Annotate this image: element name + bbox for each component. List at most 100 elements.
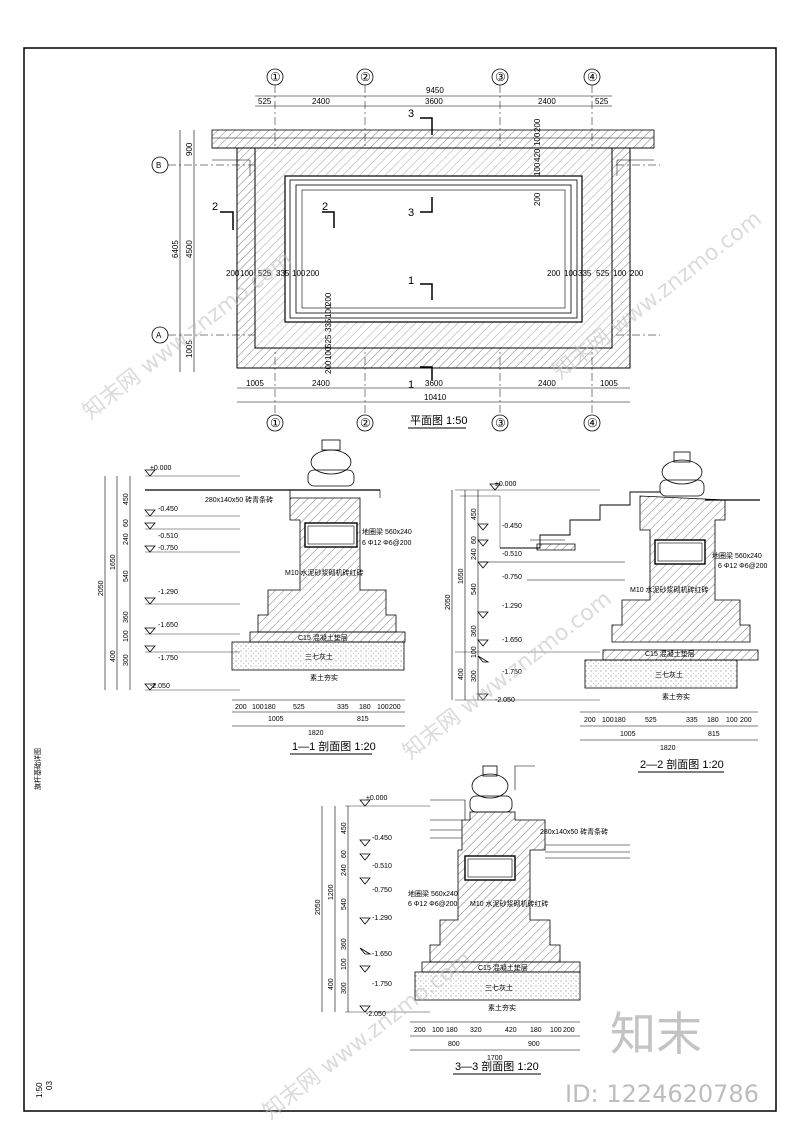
dim-text: 1005 [268, 716, 284, 723]
note: 地圈梁 560x240 [408, 889, 458, 898]
dim-text: 200 [533, 192, 542, 206]
note: 素土夯实 [488, 1003, 516, 1012]
dim-text: 200 [306, 269, 320, 278]
dim-text: 180 [359, 704, 371, 711]
note: 三七灰土 [485, 983, 513, 992]
dim-text: 360 [123, 611, 130, 623]
dim-text: 300 [123, 654, 130, 666]
section-3-3-labels: ±0.000 -0.450 -0.510 -0.750 -1.290 -1.65… [315, 795, 608, 1075]
dim-text: 10410 [424, 393, 447, 402]
dim-text: 200 [235, 704, 247, 711]
elevation-mark: -0.750 [372, 887, 392, 894]
dim-text: 1650 [110, 554, 117, 570]
sheet-border [23, 47, 777, 1112]
dim-text: 180 [264, 704, 276, 711]
elevation-mark: -1.750 [372, 981, 392, 988]
axis-label: ③ [495, 70, 506, 84]
dim-text: 1820 [660, 745, 676, 752]
elevation-mark: -0.450 [372, 835, 392, 842]
elevation-mark: -0.750 [158, 545, 178, 552]
note: C15 混凝土垫层 [645, 649, 695, 658]
note: 地圈梁 560x240 [362, 527, 412, 536]
dim-text: 60 [123, 519, 130, 527]
dim-text: 100 [377, 704, 389, 711]
note: 三七灰土 [655, 670, 683, 679]
dim-text: 6405 [171, 240, 180, 258]
dim-text: 815 [357, 716, 369, 723]
dim-text: 450 [471, 508, 478, 520]
watermark-brand: 知末 [610, 1007, 702, 1061]
elevation-mark: -0.750 [502, 574, 522, 581]
dim-text: 100 [533, 132, 542, 146]
dim-text: 2400 [538, 97, 556, 106]
section-3-3: ±0.000 -0.450 -0.510 -0.750 -1.290 -1.65… [315, 765, 630, 1075]
axis-label: B [156, 161, 161, 170]
elevation-mark: -1.290 [158, 589, 178, 596]
section-title: 3—3 剖面图 1:20 [455, 1059, 539, 1073]
cut-label: 3 [408, 207, 414, 219]
dim-text: 1005 [620, 731, 636, 738]
elevation-mark: -0.510 [372, 863, 392, 870]
note: 6 Φ12 Φ6@200 [408, 901, 458, 908]
dim-text: 1650 [458, 568, 465, 584]
dim-text: 180 [446, 1027, 458, 1034]
dim-text: 100 [432, 1027, 444, 1034]
dim-text: 240 [123, 533, 130, 545]
dim-text: 100 [533, 162, 542, 176]
dim-text: 360 [471, 625, 478, 637]
dim-text: 335 [276, 269, 290, 278]
cut-label: 1 [408, 275, 414, 287]
elevation-mark: -1.290 [372, 915, 392, 922]
axis-label: ① [270, 70, 281, 84]
dim-text: 335 [578, 269, 592, 278]
dim-text: 2400 [312, 97, 330, 106]
dim-text: 100 [471, 646, 478, 658]
note: 280x140x50 砖青条砖 [205, 495, 273, 504]
dim-text: 100 [613, 269, 627, 278]
elevation-mark: -2.050 [150, 683, 170, 690]
note: 地圈梁 560x240 [712, 551, 762, 560]
dim-text: 450 [123, 493, 130, 505]
dim-text: 815 [708, 731, 720, 738]
dim-text: 240 [471, 548, 478, 560]
section-title: 1—1 剖面图 1:20 [292, 739, 376, 753]
sheet-scale: 1:50 [35, 1082, 44, 1098]
dim-text: 200 [630, 269, 644, 278]
dim-text: 200 [533, 118, 542, 132]
dim-text: 540 [471, 583, 478, 595]
elevation-mark: ±0.000 [495, 481, 516, 488]
dim-text: 200 [563, 1027, 575, 1034]
side-note: 旗杆基础详图 [33, 748, 42, 790]
elevation-mark: -2.050 [366, 1011, 386, 1018]
section-1-1-labels: ±0.000 -0.450 -0.510 -0.750 -1.290 -1.65… [98, 465, 412, 755]
section-title: 2—2 剖面图 1:20 [640, 757, 724, 771]
dim-text: 420 [505, 1027, 517, 1034]
plan-title: 平面图 1:50 [410, 414, 467, 427]
dim-text: 1200 [328, 884, 335, 900]
dim-text: 300 [471, 670, 478, 682]
note: 6 Φ12 Φ6@200 [718, 563, 768, 570]
axis-label: ④ [587, 416, 598, 430]
dim-text: 900 [528, 1041, 540, 1048]
dim-text: 200 [324, 360, 333, 374]
dim-text: 2050 [445, 594, 452, 610]
elevation-mark: -1.290 [502, 603, 522, 610]
dim-text: 60 [471, 536, 478, 544]
note: M10 水泥砂浆砌机砖红砖 [285, 568, 364, 577]
axis-label: ① [270, 416, 281, 430]
dim-text: 100 [564, 269, 578, 278]
elevation-mark: -1.650 [158, 622, 178, 629]
cut-label: 1 [408, 379, 414, 391]
watermark-id: ID: 1224620786 [565, 1080, 759, 1108]
cut-label: 2 [212, 201, 218, 213]
dim-text: 100 [341, 958, 348, 970]
axis-label: ③ [495, 416, 506, 430]
dim-text: 450 [341, 822, 348, 834]
dim-text: 540 [341, 898, 348, 910]
dim-text: 320 [470, 1027, 482, 1034]
cut-label: 2 [322, 201, 328, 213]
dim-text: 200 [414, 1027, 426, 1034]
section-2-2-labels: ±0.000 -0.450 -0.510 -0.750 -1.290 -1.65… [445, 481, 768, 773]
section-1-1: ±0.000 -0.450 -0.510 -0.750 -1.290 -1.65… [98, 439, 412, 755]
dim-text: 400 [110, 650, 117, 662]
